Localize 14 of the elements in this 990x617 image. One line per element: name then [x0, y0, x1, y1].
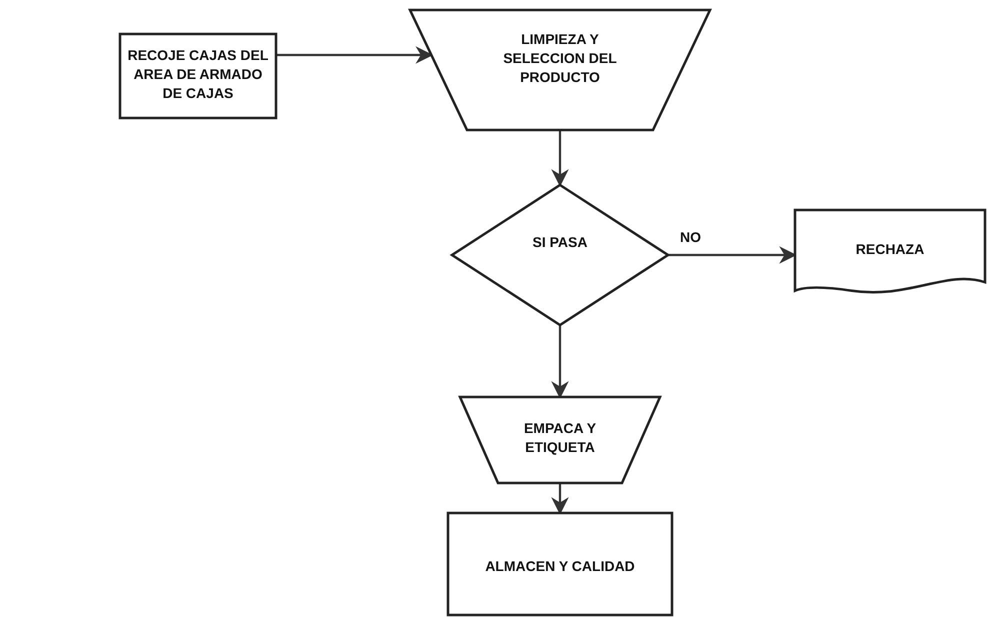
edge-label: NO	[678, 229, 703, 245]
node-label: LIMPIEZA Y SELECCION DEL PRODUCTO	[502, 30, 618, 87]
process-box	[448, 513, 672, 615]
node-label: EMPACA Y ETIQUETA	[522, 419, 598, 457]
manual-operation-shape	[410, 10, 710, 130]
process-box	[120, 34, 276, 118]
node-label: SI PASA	[532, 233, 588, 252]
node-label: RECHAZA	[854, 240, 926, 259]
manual-operation-shape	[460, 397, 660, 483]
decision-diamond	[452, 185, 668, 325]
document-shape	[795, 210, 985, 295]
arrow	[551, 130, 569, 187]
node-label: ALMACEN Y CALIDAD	[484, 557, 636, 576]
node-label: RECOJE CAJAS DEL AREA DE ARMADO DE CAJAS	[126, 46, 270, 103]
